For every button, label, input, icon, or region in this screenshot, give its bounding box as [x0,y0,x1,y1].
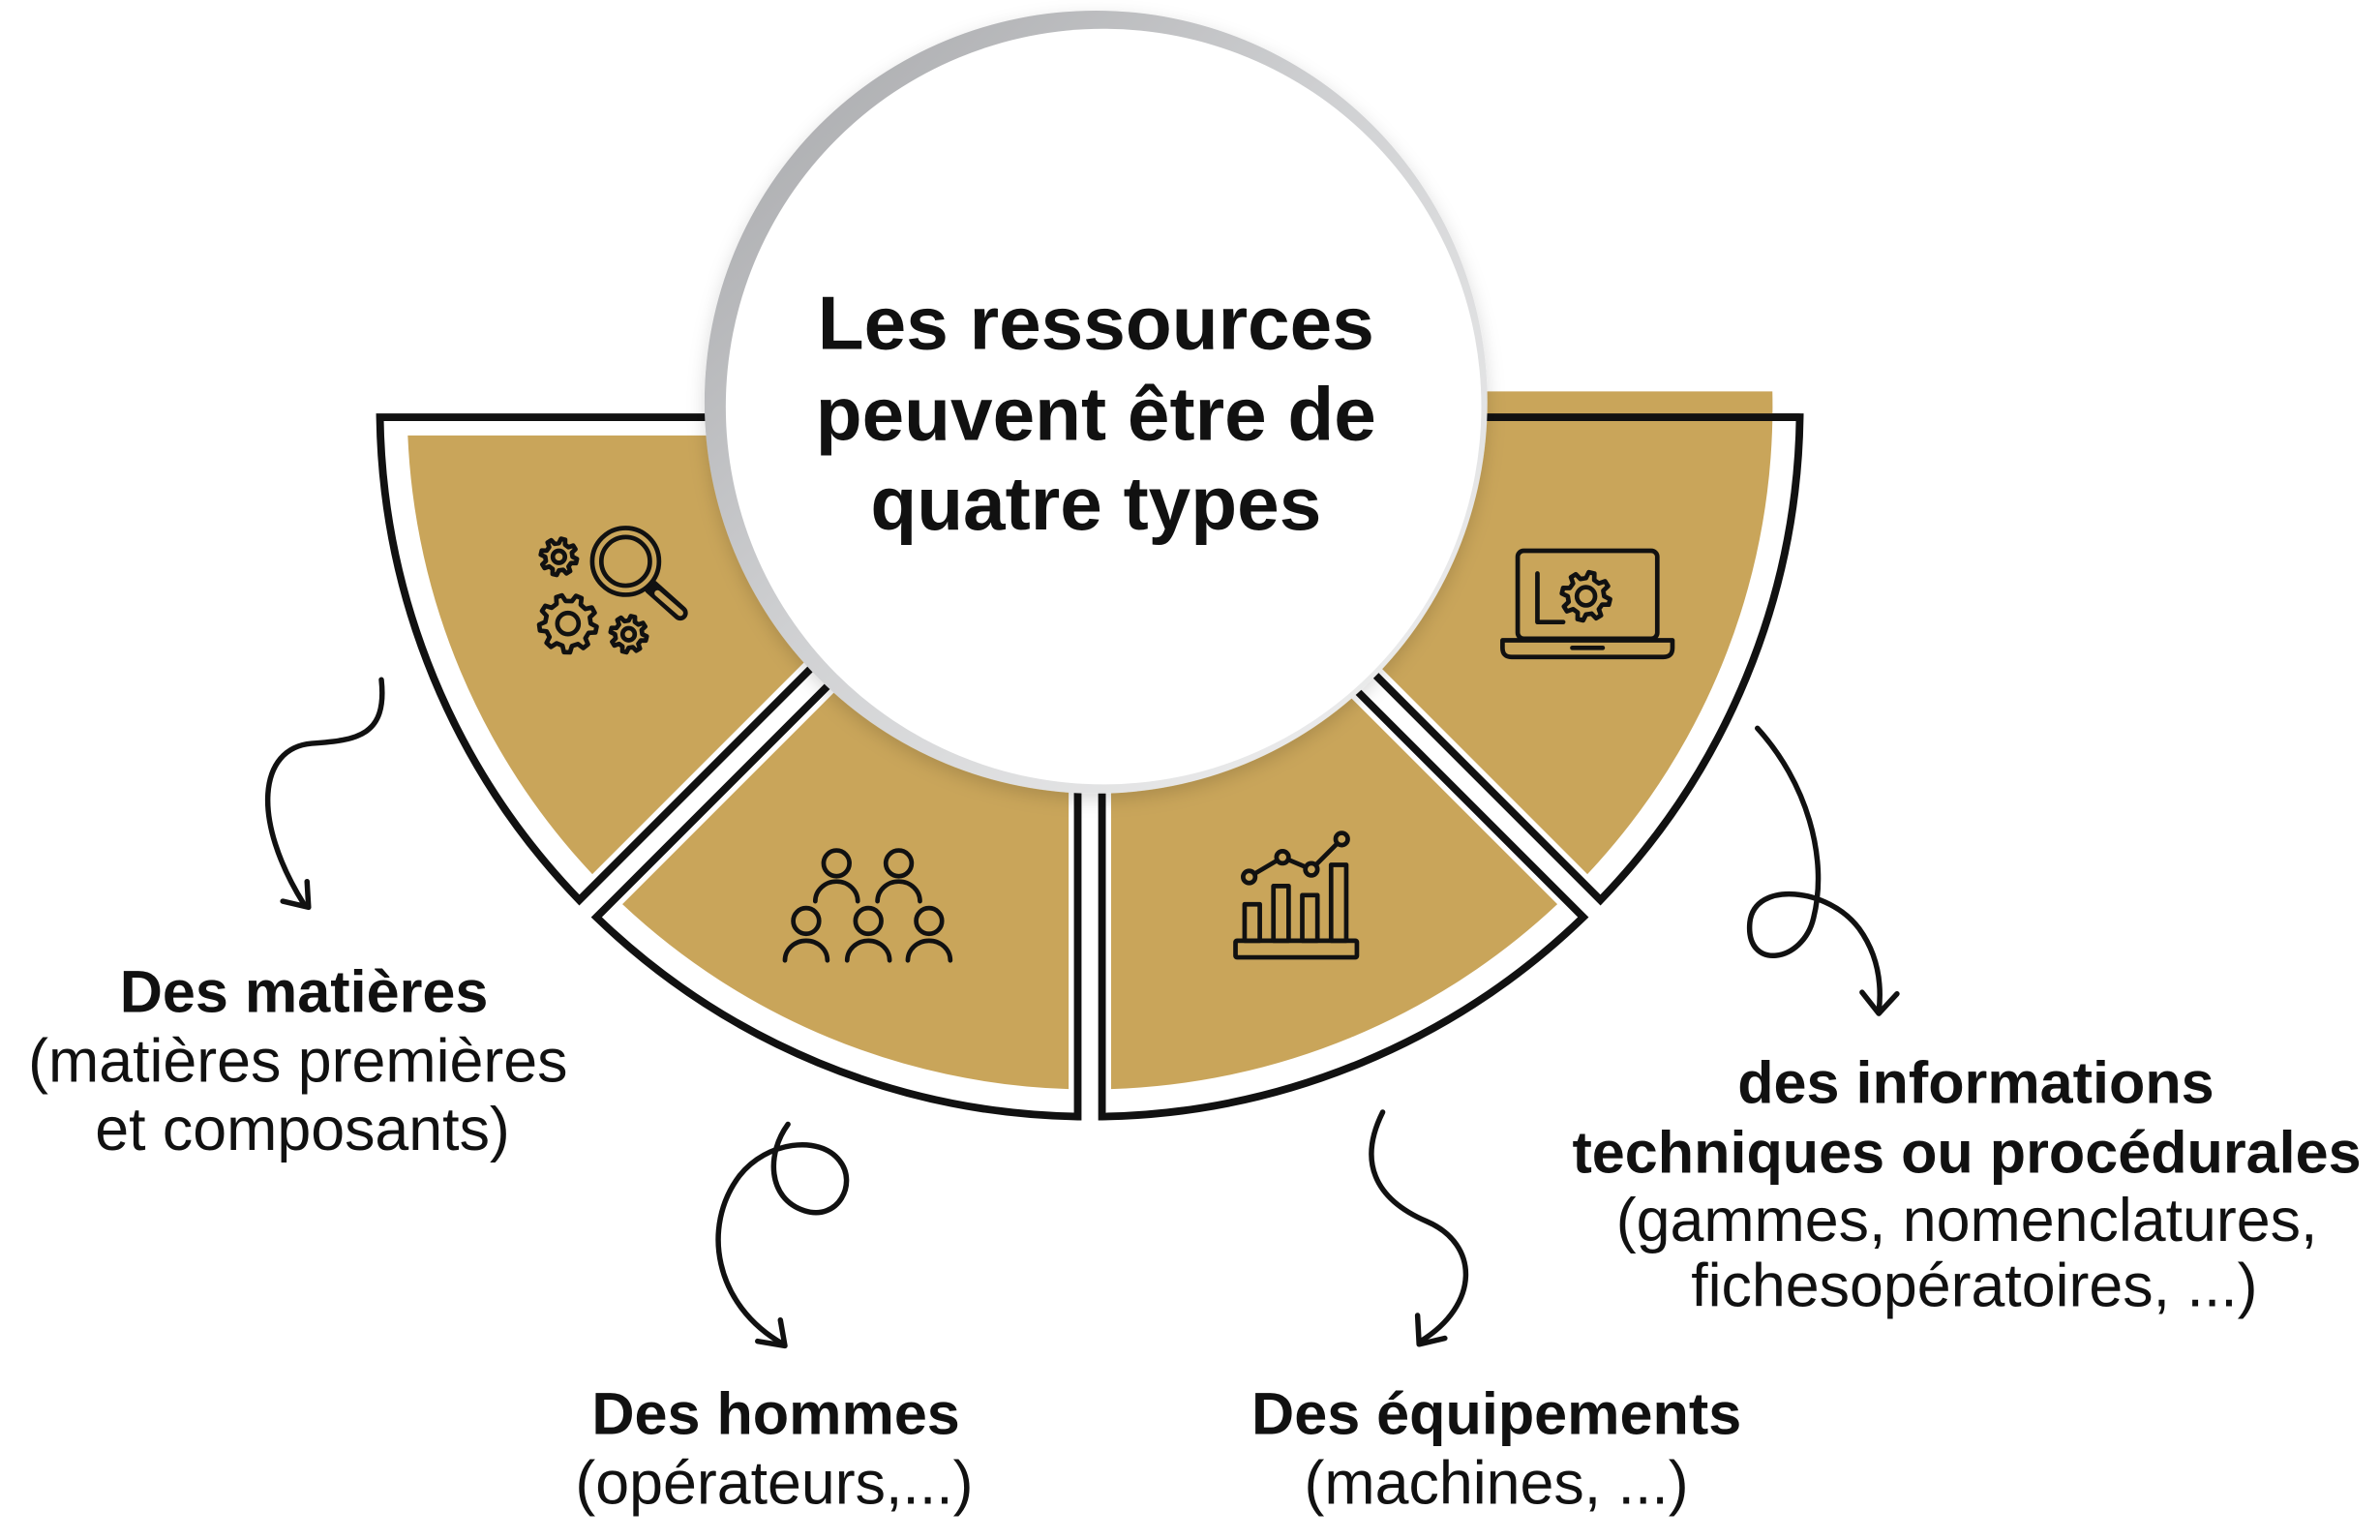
person-shoulders [875,879,922,904]
curved-arrow-line [265,677,385,907]
resource-detail: (gammes, nomenclatures, [1616,1187,2318,1254]
arrowhead-icon [280,878,312,911]
gear-hole [619,625,638,643]
large-gear-icon [536,592,599,655]
person-shoulders [844,938,892,963]
center-circle: Les ressources peuvent être de quatre ty… [704,10,1488,794]
chart-trend-point [1274,849,1291,866]
diagram-title-line: Les ressources [818,281,1374,366]
chart-trend-point [1241,868,1258,886]
person-head [791,905,822,937]
person-shoulders [782,938,830,963]
segment-hommes [590,656,1082,1121]
resource-detail: fichesopératoires, ...) [1691,1253,2257,1320]
resource-label-informations: des informations techniques ou procédura… [1572,1050,2361,1320]
arrowhead-icon [1414,1313,1448,1347]
circle-face [725,28,1482,785]
person-icon [875,848,922,904]
person-icon [782,905,830,963]
gear-hole [555,610,582,637]
gear-hole [550,548,568,565]
chart-bar [1242,901,1262,944]
gears-magnifier-icon [536,526,688,655]
person-head [883,848,915,879]
resource-detail: (machines, ...) [1305,1449,1689,1517]
laptop-gear [1559,569,1612,623]
person-icon [812,848,860,904]
resource-label-equipements: Des équipements (machines, ...) [1251,1380,1741,1517]
arrowhead-icon [755,1316,788,1349]
chart-trend-line [1247,836,1344,880]
screen-axis-line [1535,571,1566,625]
segment-fill [407,435,829,875]
resource-title: des informations [1737,1050,2214,1116]
resource-label-hommes: Des hommes (opérateurs,...) [575,1380,973,1517]
resource-label-matieres: Des matières (matières premières et comp… [28,959,567,1164]
resource-title: Des matières [120,959,489,1025]
resource-title: techniques ou procédurales [1572,1120,2361,1186]
arrow-to-matieres [265,677,385,911]
laptop-base [1500,638,1675,660]
small-gear-icon [608,614,649,655]
chart-base [1233,938,1360,960]
chart-trend-point [1333,830,1350,848]
person-head [914,905,945,937]
person-shoulders [812,879,860,904]
gear-hole [1574,585,1598,608]
person-head [853,905,884,937]
diagram-title-line: quatre types [870,461,1321,546]
arrow-to-equipements [1369,1109,1469,1347]
curved-arrow-line [1369,1109,1469,1344]
person-icon [844,905,892,963]
chart-bar [1328,862,1349,944]
segment-fill [1110,668,1558,1090]
bar-chart-icon [1233,830,1360,960]
arrow-to-informations [1747,725,1900,1016]
magnifier-handle-inner [654,589,683,617]
small-gear-icon [538,536,580,578]
curved-arrow-line [1747,725,1883,1015]
segment-fill [622,668,1069,1090]
resource-detail: (opérateurs,...) [575,1449,973,1517]
diagram-title-line: peuvent être de [816,372,1376,457]
arrowhead-icon [1859,989,1900,1016]
chart-bar [1300,892,1320,944]
person-head [821,848,852,879]
resource-title: Des équipements [1251,1380,1741,1446]
resource-title: Des hommes [591,1380,959,1446]
resource-detail: (matières premières [28,1028,567,1096]
arrow-to-hommes [715,1121,850,1349]
resource-detail: et composants) [95,1096,510,1163]
segment-equipements [1098,656,1589,1121]
chart-trend-point [1303,861,1320,878]
people-group-icon [782,848,953,963]
magnifier-lens-inner [598,534,652,589]
laptop-gear-icon [1500,548,1675,660]
person-icon [905,905,953,963]
chart-bar [1271,884,1291,944]
person-shoulders [905,938,953,963]
curved-arrow-line [715,1121,850,1347]
